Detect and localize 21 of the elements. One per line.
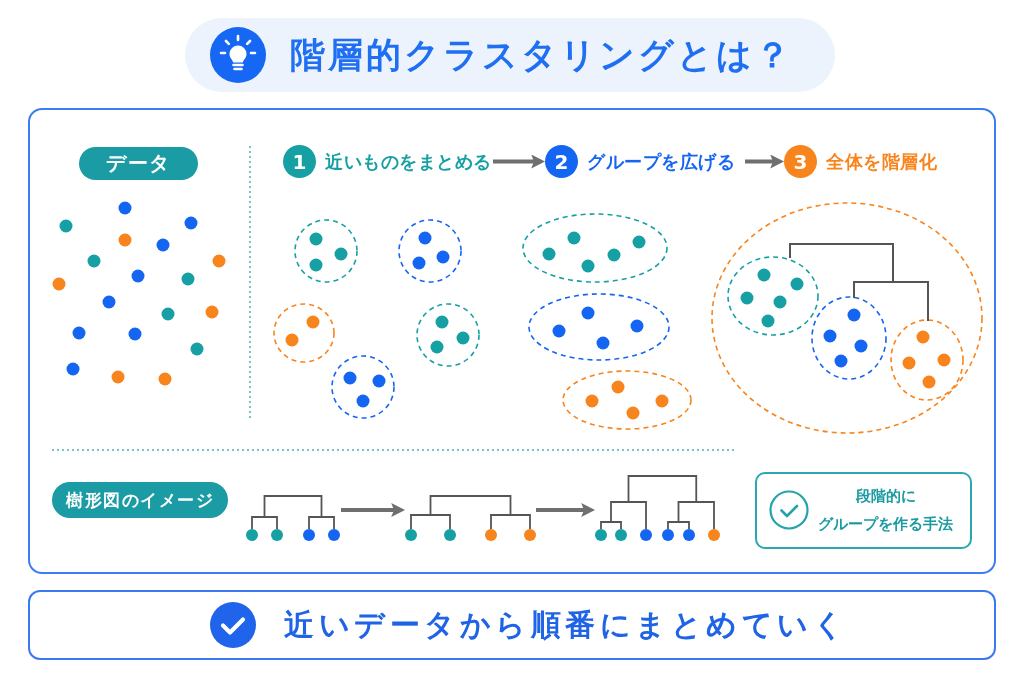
arrow — [493, 154, 546, 169]
section-tag: データ — [79, 147, 198, 180]
step-title: 全体を階層化 — [826, 150, 937, 174]
section-tag: 樹形図のイメージ — [52, 482, 228, 518]
step-title: 近いものをまとめる — [325, 150, 492, 174]
summary-text: 近いデータから順番にまとめていく — [284, 606, 848, 644]
step-number: 1 — [283, 145, 316, 178]
step-number: 2 — [545, 145, 578, 178]
arrow — [536, 503, 596, 517]
note-card — [755, 472, 972, 549]
arrow — [341, 503, 406, 517]
dendrogram-drawing — [595, 475, 720, 542]
dendrogram-drawing — [246, 495, 341, 542]
dendrogram-drawing — [405, 495, 536, 542]
step-number: 3 — [784, 145, 817, 178]
title: 階層的クラスタリングとは？ — [290, 34, 793, 77]
arrow — [745, 154, 785, 169]
note-text: 段階的にグループを作る手法 — [817, 486, 954, 535]
summary-banner — [28, 590, 996, 660]
step-title: グループを広げる — [587, 150, 735, 174]
content-panel — [28, 108, 996, 574]
